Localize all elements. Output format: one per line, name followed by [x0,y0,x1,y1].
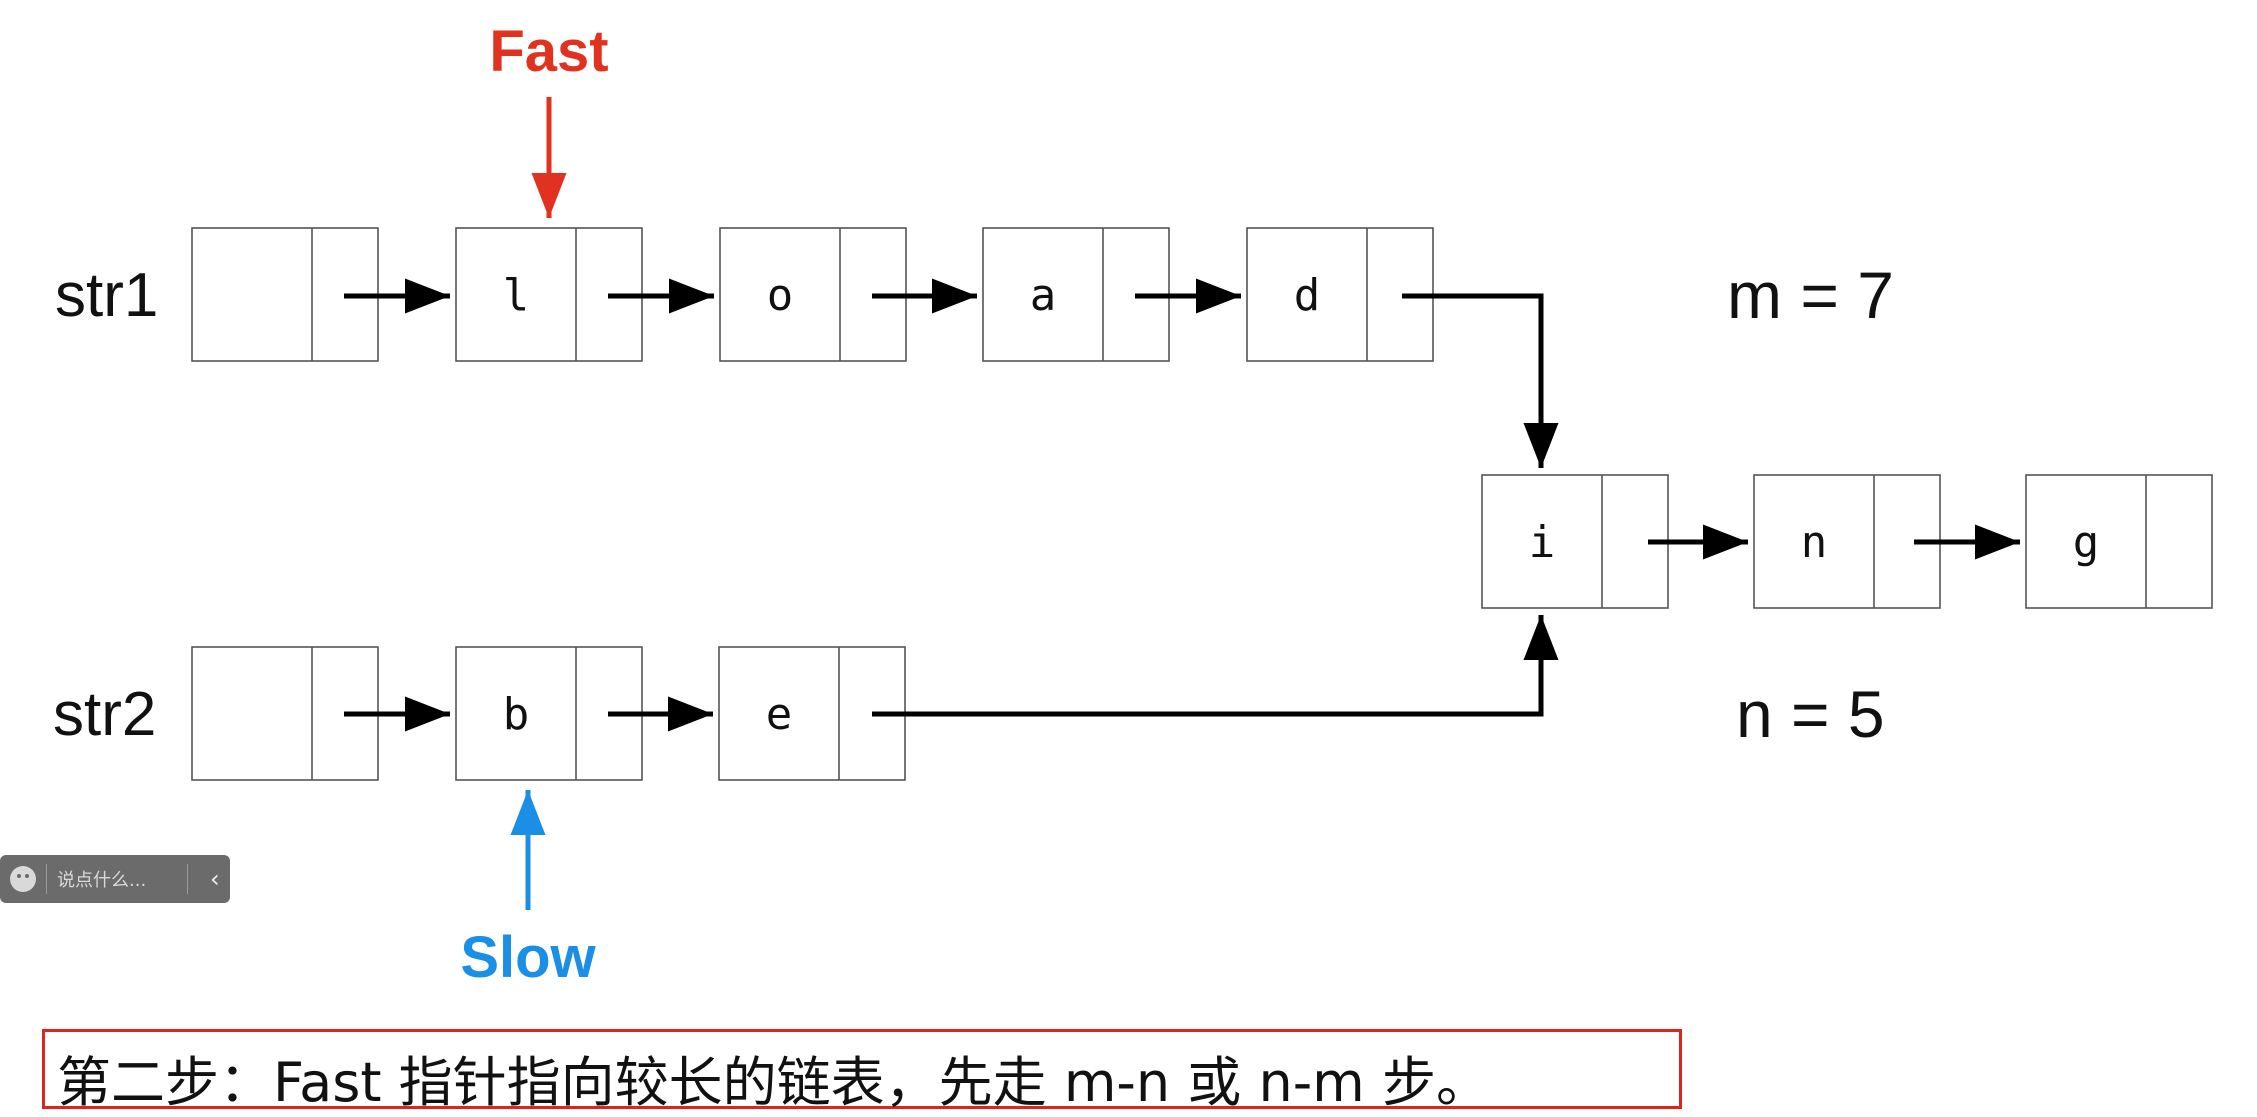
merge-arrow-str2 [872,615,1559,717]
str2-label: str2 [53,680,156,749]
merge-arrow-str1 [1402,293,1559,468]
node-value: a [1030,270,1057,321]
m-length-label: m = 7 [1727,258,1894,332]
step-caption-box: 第二步：Fast 指针指向较长的链表，先走 m-n 或 n-m 步。 [42,1029,1682,1114]
node-value: l [503,270,530,321]
node-value: n [1801,517,1828,568]
emoji-icon[interactable] [10,866,36,892]
fast-pointer-label: Fast [489,19,608,84]
shared-node-i: i [1481,474,1669,609]
node-value: i [1529,517,1556,568]
slow-pointer-label: Slow [460,925,596,990]
chevron-left-icon[interactable]: ‹ [210,865,220,893]
node-value: e [766,689,793,740]
node-value: o [767,270,794,321]
node-value: d [1294,270,1321,321]
node-value: g [2073,517,2100,568]
n-length-label: n = 5 [1736,677,1885,751]
shared-node-g: g [2025,474,2213,609]
chat-input-bar[interactable]: 说点什么... ‹ [0,855,230,903]
divider [187,864,188,894]
node-value: b [503,689,530,740]
str1-label: str1 [55,261,158,330]
divider [46,864,47,894]
step-caption: 第二步：Fast 指针指向较长的链表，先走 m-n 或 n-m 步。 [57,1051,1490,1114]
shared-node-n: n [1753,474,1941,609]
chat-input[interactable]: 说点什么... [57,870,147,891]
